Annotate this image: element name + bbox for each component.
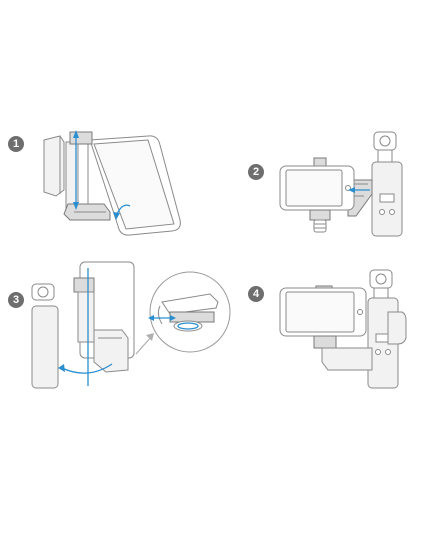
osmo-pocket-icon: [371, 131, 403, 237]
step-3-detail-inset: [148, 271, 231, 353]
step-4-illustration: [279, 269, 407, 389]
step-1-illustration: [43, 130, 181, 236]
step-1-badge: 1: [8, 136, 24, 152]
pull-up-arrow-icon: [73, 130, 79, 210]
phone-in-clamp: [279, 285, 373, 371]
rotate-arrow-icon: [113, 204, 131, 220]
slide-arrow-icon: [148, 315, 176, 321]
step-2-illustration: [279, 131, 403, 237]
phone-clamp-body: [73, 277, 129, 373]
side-clip: [387, 311, 407, 345]
clamp-side-plate: [43, 135, 65, 197]
step-2-badge: 2: [248, 164, 264, 180]
attach-arrow-icon: [348, 187, 370, 193]
step-3-illustration: [31, 261, 135, 389]
zoom-pointer-arrow-icon: [135, 333, 154, 355]
clamp-foot-detail: [157, 293, 219, 332]
step-3-badge: 3: [8, 292, 24, 308]
phone-in-clamp: [279, 157, 355, 233]
step-4-badge: 4: [248, 286, 264, 302]
rotation-axis-icon: [58, 268, 113, 386]
osmo-pocket-icon: [31, 283, 59, 389]
phone-icon: [89, 135, 181, 236]
